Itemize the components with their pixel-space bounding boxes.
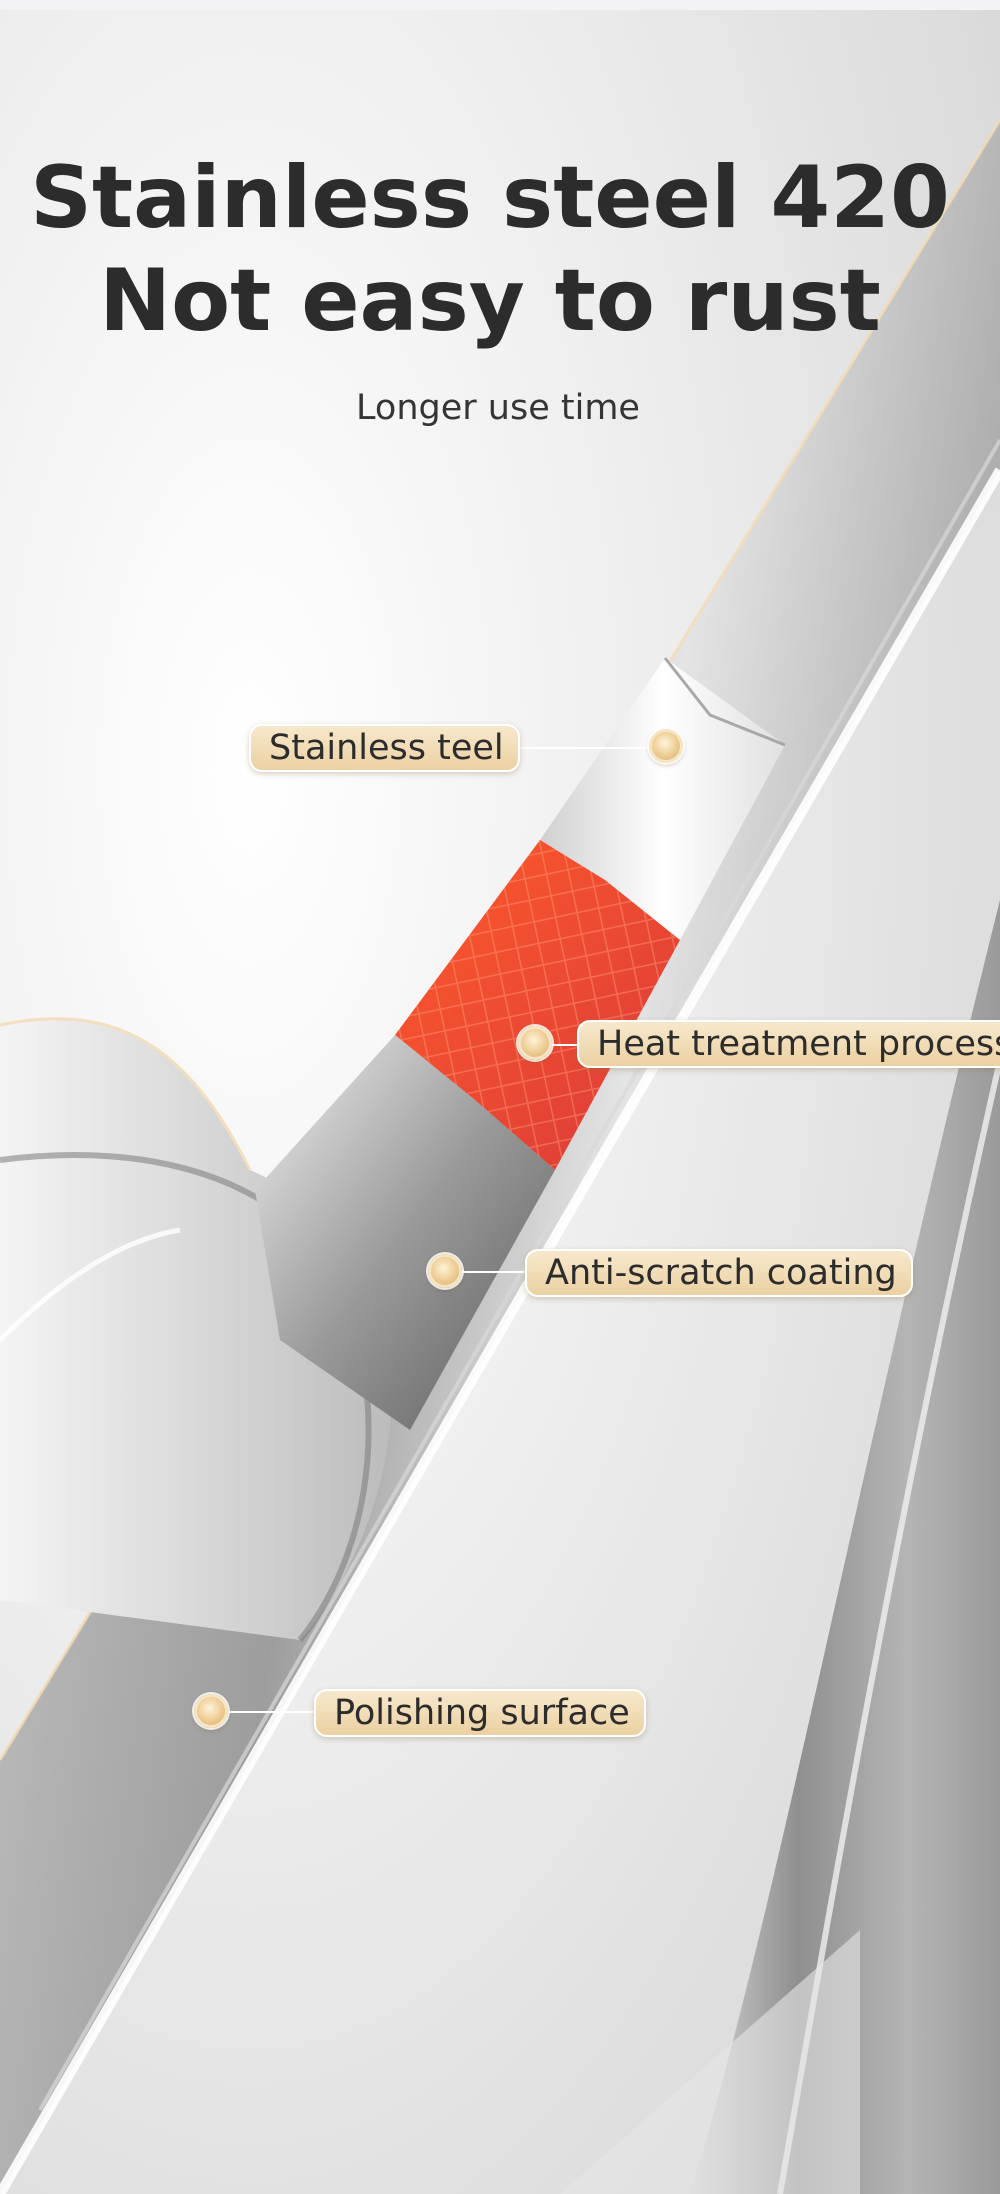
headline-line-2: Not easy to rust [99,251,881,351]
callout-anti-scratch-coating: Anti-scratch coating [525,1249,913,1297]
callout-stainless-steel: Stainless teel [249,724,520,772]
callout-heat-treatment: Heat treatment process [577,1020,1000,1068]
headline-line-1: Stainless steel 420 [30,148,950,248]
top-strip [0,0,1000,10]
callout-marker-dot [518,1026,552,1060]
callout-marker-dot [428,1254,462,1288]
subheadline: Longer use time [356,388,640,428]
callout-marker-dot [649,729,683,763]
callout-marker-dot [194,1694,228,1728]
callout-polishing-surface: Polishing surface [314,1689,646,1737]
